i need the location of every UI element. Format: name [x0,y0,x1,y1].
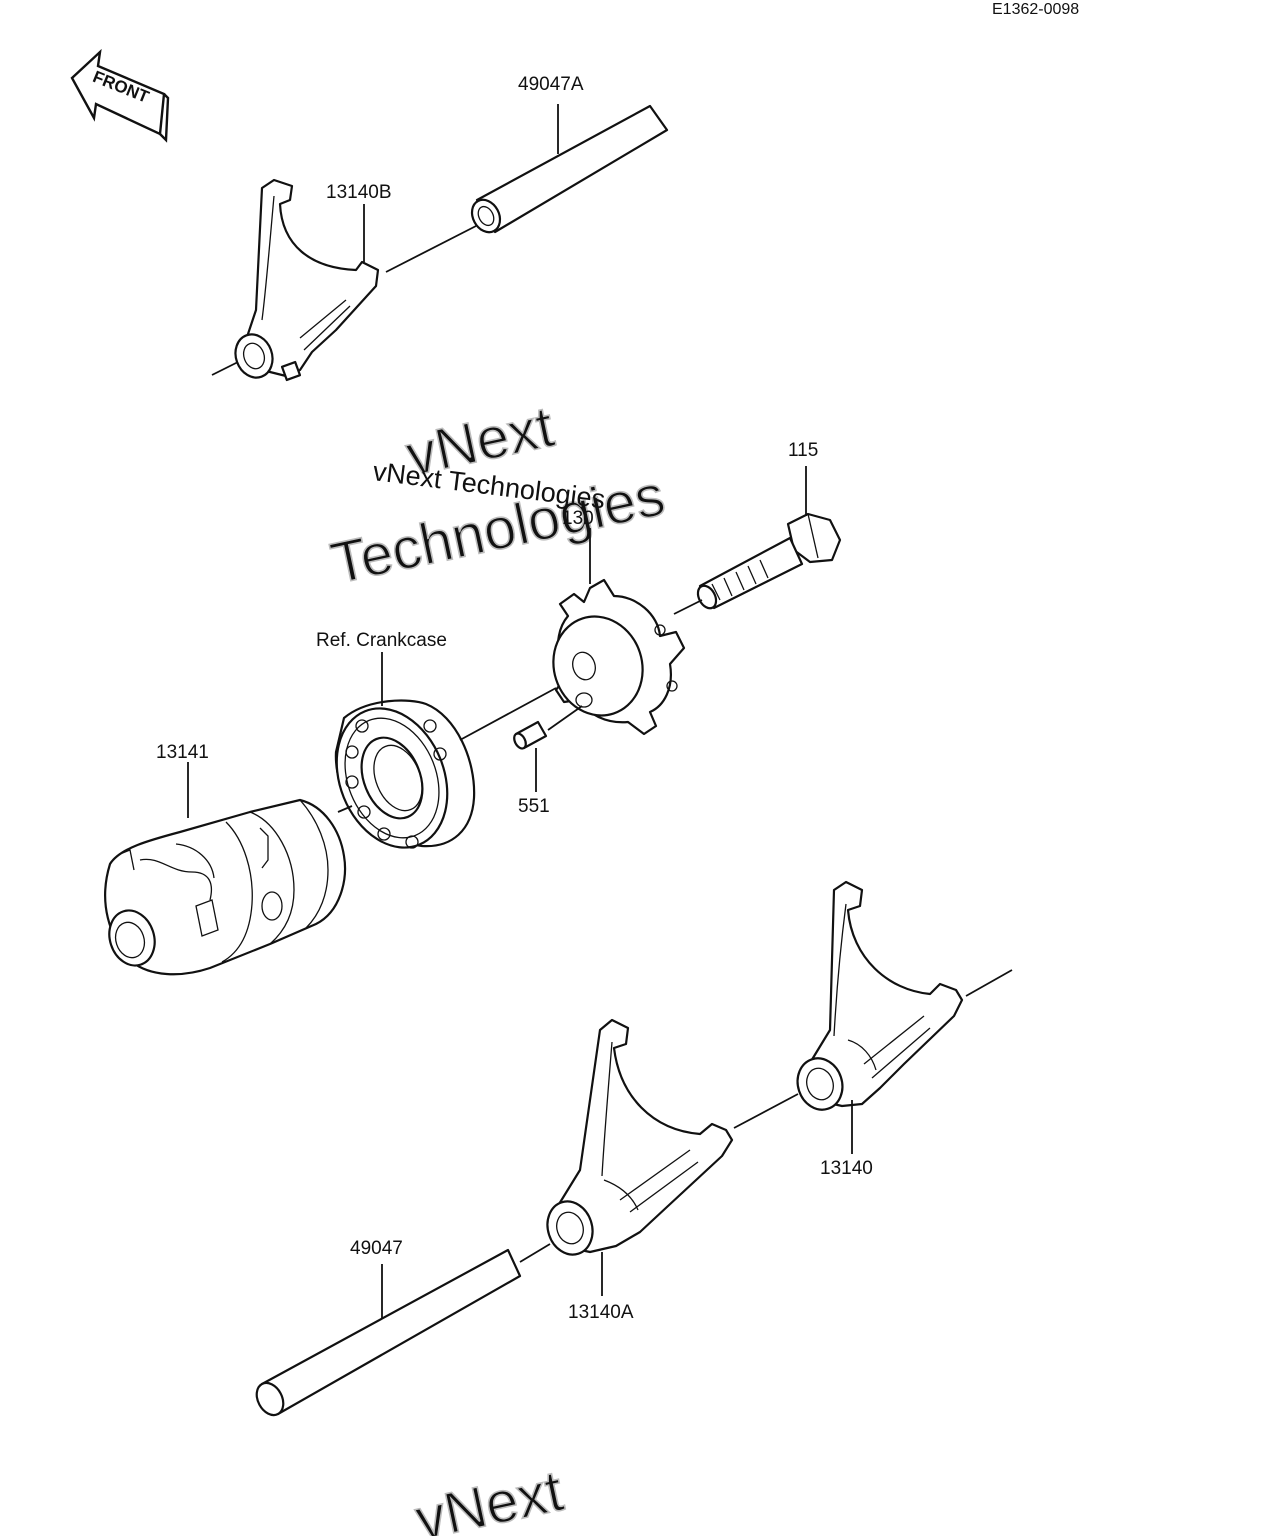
axis-bearing-plate [459,687,557,741]
axis-fork-upper-right [385,225,477,273]
callout-130: 130 [562,508,594,529]
dowel-pin [513,720,548,750]
bearing [334,699,476,849]
shift-drum-star-plate [552,578,686,736]
shift-rod-lower [255,1248,522,1417]
shift-rod-upper [470,104,669,234]
watermark-bottom-text: vNext [410,1458,569,1536]
shift-fork-lower [546,1018,734,1256]
axis-fork-right-out [965,969,1013,997]
callout-115: 115 [788,440,818,461]
callout-13141: 13141 [156,742,209,763]
axis-pin-plate [547,705,583,731]
callout-crankcase: Ref. Crankcase [316,630,447,651]
axis-fork-lower-right [733,1093,799,1129]
callout-13140: 13140 [820,1158,873,1179]
watermark-bottom: vNext [409,1457,569,1536]
document-id: E1362-0098 [992,1,1079,18]
callout-49047: 49047 [350,1238,403,1259]
callout-13140B: 13140B [326,182,392,203]
axis-fork-upper-left [211,361,239,376]
callout-13140A: 13140A [568,1302,634,1323]
front-arrow-icon: FRONT [70,48,170,143]
bolt [696,512,842,610]
callout-551: 551 [518,796,550,817]
axis-fork-lower-left [519,1243,551,1263]
axis-bolt-plate [673,599,703,615]
shift-fork-right [796,880,964,1111]
callout-49047A: 49047A [518,74,584,95]
shift-fork-upper [234,178,380,382]
shift-drum [104,798,347,976]
axis-drum-bearing [337,805,353,813]
